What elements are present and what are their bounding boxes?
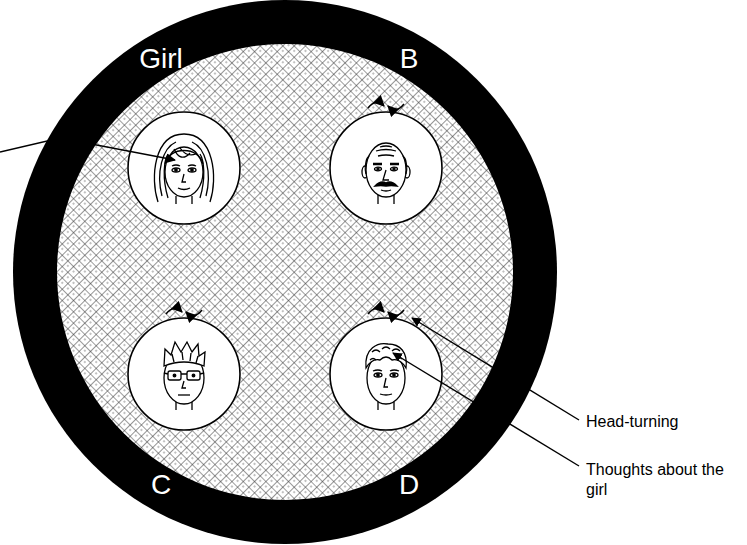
drawing-part [172,165,196,166]
circle-outline [128,112,240,224]
drawing-part [375,167,382,171]
young-man-face [366,344,406,410]
drawing-part [383,170,389,180]
drawing-part [154,134,213,202]
drawing-part [172,168,180,172]
drawing-part [173,374,176,377]
drawing-part [160,142,209,198]
circle-outline [128,318,240,430]
drawing-part [368,308,384,314]
drawing-part [166,308,182,314]
drawing-part [168,371,181,380]
drawing-part [175,169,177,171]
leader-line [412,318,579,420]
outer-ring [13,0,557,544]
drawing-part [370,347,402,360]
drawing-part [388,310,404,316]
drawing-part [188,168,196,172]
drawing-part [373,370,399,371]
drawing-part [376,146,396,156]
circle-outline [127,111,241,225]
drawing-part [384,378,388,387]
drawing-part [191,169,193,171]
node-name: Girl [139,43,183,74]
girl-face [154,134,213,204]
drawing-part [186,310,202,316]
drawing-part [381,190,391,191]
head-circle: B [329,111,443,225]
drawing-part [172,352,198,363]
head-circle: C [127,317,241,431]
drawing-part [377,374,379,376]
drawing-part [390,373,398,377]
head-disk [329,317,443,431]
drawing-part [374,373,382,377]
hatched-ground [57,44,513,500]
leader-line [393,353,579,466]
head-disk [127,317,241,431]
node-name: D [399,469,419,500]
drawing-part [164,373,204,374]
node-name: B [400,43,419,74]
circle-outline [329,111,443,225]
drawing-part [393,374,395,376]
drawing-part [368,102,384,108]
drawing-part [388,104,404,110]
callout-text: Head-turning [586,413,679,430]
drawing-part [182,381,186,388]
callout-holder: Head-turning [586,412,736,432]
glasses-man-face [164,342,205,410]
drawing-part [366,143,406,197]
drawing-part [165,147,203,197]
callout-text: Thoughts about the girl [586,461,724,498]
drawing-part [373,163,399,165]
label-holder: B [400,45,419,73]
head-circle: Girl [127,111,241,225]
head-disk [127,111,241,225]
circle-outline [329,317,443,431]
drawing-part [375,182,397,186]
callout-holder: Thoughts about the girl [586,460,736,500]
drawing-part [391,167,398,171]
old-man-face [362,143,410,204]
drawing-part [178,188,190,190]
drawing-part [178,394,190,395]
node-name: C [151,469,171,500]
label-holder: D [399,471,419,499]
label-holder: C [151,471,171,499]
circle-outline [330,112,442,224]
drawing-part [380,394,392,395]
head-disk [329,111,443,225]
drawing-part [192,374,195,377]
circle-outline [127,317,241,431]
drawing-part [393,168,395,170]
drawing-part [164,342,205,366]
leader-line [0,138,175,160]
head-turning-symbol [166,102,404,315]
drawing-part [182,174,186,182]
drawing-part [377,168,379,170]
drawing-part [165,148,203,164]
drawing-part [187,371,200,380]
circle-outline [330,318,442,430]
label-holder: Girl [139,45,183,73]
drawing-part [366,344,406,368]
head-circle: D [329,317,443,431]
